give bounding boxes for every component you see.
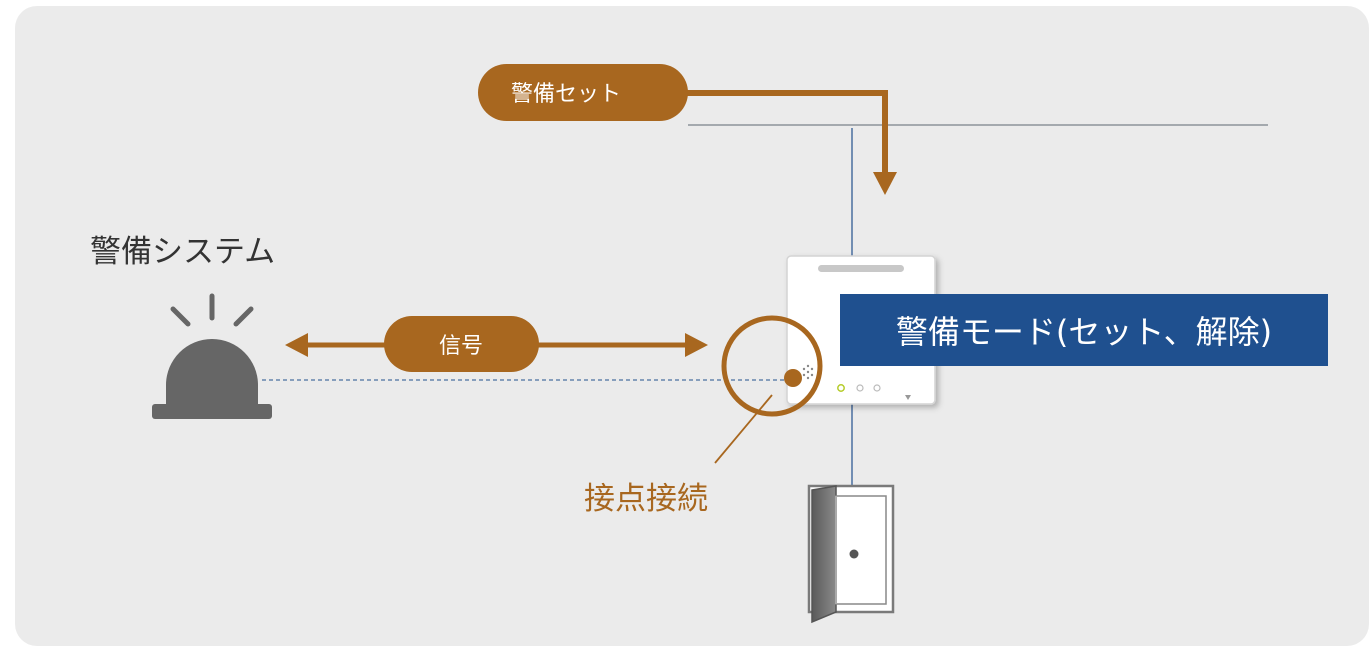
button-icon bbox=[873, 384, 881, 392]
security-mode-box: 警備モード(セット、解除) bbox=[840, 294, 1328, 366]
speaker-grille-icon bbox=[802, 364, 814, 380]
security-set-pill: 警備セット bbox=[478, 64, 688, 121]
door-knob-icon bbox=[849, 549, 859, 559]
contact-terminal-dot bbox=[784, 369, 802, 387]
security-mode-label: 警備モード(セット、解除) bbox=[896, 313, 1272, 351]
security-system-title: 警備システム bbox=[90, 234, 275, 270]
door-icon bbox=[807, 484, 895, 624]
chevron-down-icon bbox=[905, 395, 911, 400]
system-diagram: 警備セット 警備システム 信号 bbox=[90, 64, 1328, 624]
contact-connection-label: 接点接続 bbox=[584, 481, 708, 517]
signal-pill: 信号 bbox=[384, 316, 539, 372]
security-set-arrow bbox=[660, 90, 897, 195]
contact-leader-line bbox=[714, 394, 773, 464]
power-button-icon bbox=[837, 384, 845, 392]
security-set-label: 警備セット bbox=[511, 82, 621, 107]
button-icon bbox=[856, 384, 864, 392]
siren-icon bbox=[152, 293, 272, 419]
signal-label: 信号 bbox=[439, 334, 483, 359]
contact-highlight-circle bbox=[721, 315, 823, 417]
